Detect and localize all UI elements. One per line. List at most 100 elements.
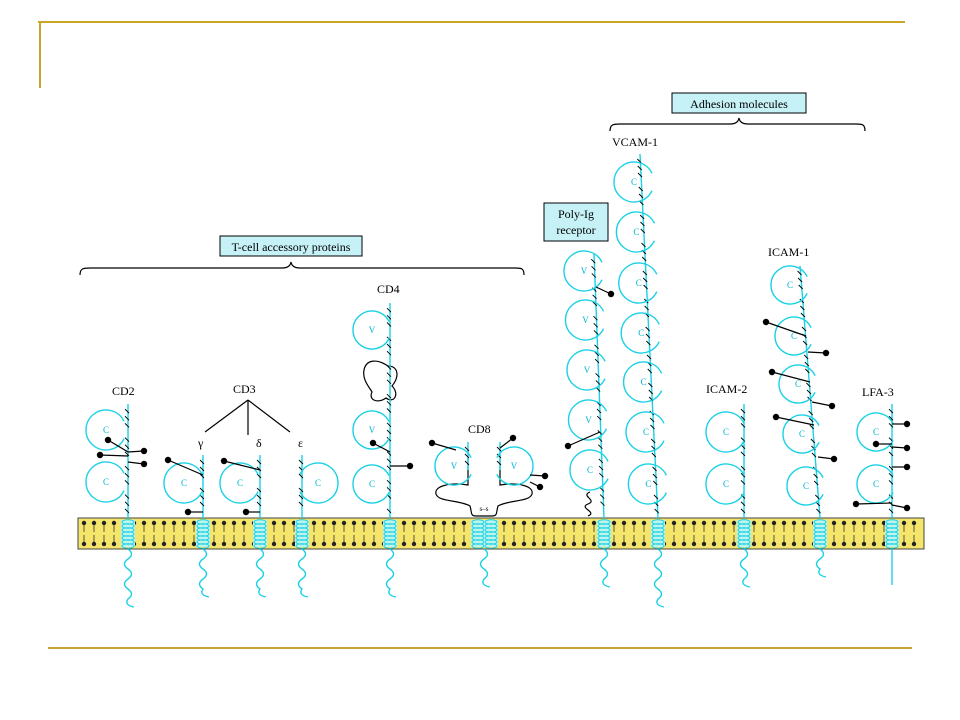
- gamma-chain-label: γ: [197, 436, 204, 450]
- icam2-domain-1: C: [705, 411, 745, 453]
- cd3-branch-lines: [204, 399, 291, 435]
- lipid: [321, 520, 327, 547]
- lipid: [411, 520, 417, 547]
- lipid: [711, 520, 717, 547]
- polyig-glycan-1: [595, 286, 615, 298]
- lfa3-domain-1: C: [856, 412, 894, 452]
- cd8-cytoplasmic-tail: [479, 548, 491, 588]
- cd3-gamma-glycan-2: [184, 508, 203, 516]
- cd4-glycan-1: [369, 439, 391, 453]
- svg-text:V: V: [451, 461, 458, 471]
- tcell-group-label: T-cell accessory proteins: [79, 235, 525, 276]
- lfa3-glycan-3: [891, 444, 911, 452]
- icam1-domain-5: C: [786, 466, 824, 506]
- lipid: [841, 520, 847, 547]
- icam1-cytoplasmic-tail: [815, 548, 827, 578]
- lipid: [441, 520, 447, 547]
- lipid: [791, 520, 797, 547]
- icam1-label: ICAM-1: [768, 245, 809, 259]
- cd3-delta-tail: [255, 548, 267, 598]
- lipid: [361, 520, 367, 547]
- polyig-domain-4: V: [567, 399, 608, 441]
- svg-text:V: V: [369, 325, 376, 335]
- lipid: [621, 520, 627, 547]
- cd4-transmembrane: [383, 519, 397, 549]
- vcam1-domain-3: C: [618, 262, 658, 304]
- lipid: [541, 520, 547, 547]
- lfa3-glycan-4: [892, 463, 911, 471]
- lipid: [691, 520, 697, 547]
- lipid: [801, 520, 807, 547]
- svg-text:V: V: [511, 461, 518, 471]
- svg-text:V: V: [585, 415, 592, 425]
- cd2-glycan-4: [96, 451, 129, 459]
- cd2-label: CD2: [112, 384, 135, 398]
- polyig-cytoplasmic-tail: [599, 548, 611, 588]
- lipid: [221, 520, 227, 547]
- cd8-glycan-4: [529, 481, 544, 491]
- svg-text:C: C: [645, 479, 651, 489]
- lipid: [151, 520, 157, 547]
- cd4-domain-v2: V: [352, 410, 390, 450]
- icam1-glycan-1: [762, 318, 807, 337]
- cd3-gamma-domain: C: [163, 462, 203, 504]
- polyig-backbone: [590, 253, 605, 519]
- icam2-cytoplasmic-tail: [739, 548, 751, 588]
- svg-text:C: C: [633, 227, 639, 237]
- lipid: [111, 520, 117, 547]
- icam1-transmembrane: [813, 519, 827, 549]
- lipid: [761, 520, 767, 547]
- lipid: [271, 520, 277, 547]
- svg-text:C: C: [873, 427, 879, 437]
- vcam1-domain-6: C: [625, 411, 665, 453]
- lipid: [751, 520, 757, 547]
- svg-text:C: C: [723, 479, 729, 489]
- vcam1-domain-5: C: [622, 361, 663, 403]
- lipid: [371, 520, 377, 547]
- lipid: [171, 520, 177, 547]
- lipid: [591, 520, 597, 547]
- icam1-glycan-3: [768, 368, 811, 383]
- svg-text:Poly-Ig: Poly-Ig: [558, 207, 594, 221]
- svg-text:C: C: [791, 331, 797, 341]
- svg-text:C: C: [641, 377, 647, 387]
- lfa3-transmembrane: [885, 519, 899, 549]
- cd3-epsilon-transmembrane: [295, 519, 309, 549]
- cd4-cytoplasmic-tail: [385, 548, 397, 598]
- lipid: [141, 520, 147, 547]
- lipid: [561, 520, 567, 547]
- lipid: [701, 520, 707, 547]
- adhesion-group-label: Adhesion molecules: [609, 92, 866, 132]
- lipid: [351, 520, 357, 547]
- cd8-label: CD8: [468, 422, 491, 436]
- lipid: [231, 520, 237, 547]
- cd2-domain-2: C: [85, 461, 125, 503]
- cd3-gamma-transmembrane: [196, 519, 210, 549]
- icam1-glycan-4: [811, 401, 836, 410]
- svg-text:C: C: [181, 478, 187, 488]
- icam1-glycan-6: [817, 455, 838, 463]
- lipid: [91, 520, 97, 547]
- cd4-domain-c: C: [352, 464, 390, 504]
- cd8-alpha-domain: V: [434, 446, 472, 486]
- cd8-glycan-3: [529, 472, 549, 480]
- vcam1-backbone: [637, 153, 659, 519]
- lipid: [191, 520, 197, 547]
- icam2-label: ICAM-2: [706, 382, 747, 396]
- icam1-domain-1: C: [770, 265, 808, 305]
- cd2-glycan-1: [104, 436, 129, 453]
- icam2-domain-2: C: [705, 463, 745, 505]
- cd3-gamma-glycan-1: [164, 456, 204, 476]
- lipid: [101, 520, 107, 547]
- cd8-stalk: [435, 458, 533, 517]
- svg-text:C: C: [638, 328, 644, 338]
- icam1-glycan-2: [807, 349, 830, 357]
- polyig-domain-5: C: [569, 449, 609, 491]
- svg-text:V: V: [581, 266, 588, 276]
- cd8-alpha-backbone: [464, 442, 470, 470]
- polyig-group-label: Poly-Ig receptor: [543, 202, 609, 242]
- lipid: [181, 520, 187, 547]
- lipid: [641, 520, 647, 547]
